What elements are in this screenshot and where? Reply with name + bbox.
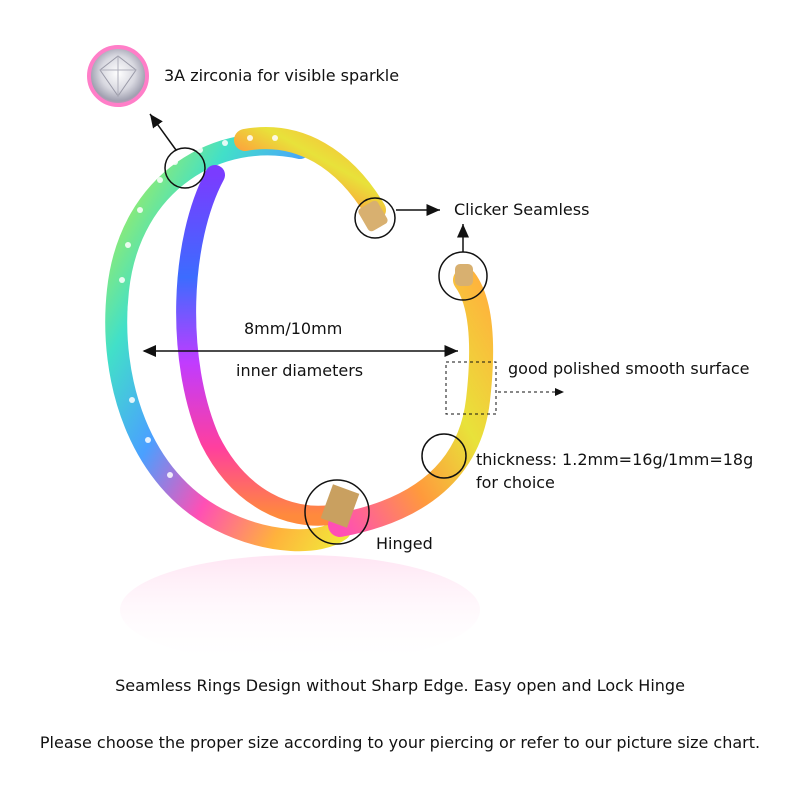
size-note-caption: Please choose the proper size according … [39, 733, 761, 752]
outer-zirconia-band [105, 133, 351, 552]
size-label: 8mm/10mm [244, 319, 343, 338]
clicker-end [358, 200, 388, 232]
ring-reflection [120, 555, 480, 665]
hinge [320, 484, 360, 528]
zirconia-gem-icon [87, 45, 149, 107]
design-caption: Seamless Rings Design without Sharp Edge… [115, 676, 685, 695]
inner-diameter-label: inner diameters [236, 361, 364, 380]
pin-end [455, 264, 473, 286]
top-band [234, 127, 386, 221]
clicker-label: Clicker Seamless [454, 200, 590, 219]
polished-label: good polished smooth surface [508, 359, 750, 378]
dashed-box-icon [445, 361, 497, 415]
hinged-label: Hinged [376, 534, 433, 553]
zirconia-label: 3A zirconia for visible sparkle [164, 66, 400, 85]
thickness-label-2: for choice [476, 473, 555, 492]
arrow-icon [149, 113, 177, 151]
right-band [328, 268, 494, 537]
inner-band [176, 165, 340, 526]
zircon-dots [119, 135, 278, 478]
thickness-label-1: thickness: 1.2mm=16g/1mm=18g [476, 450, 754, 469]
